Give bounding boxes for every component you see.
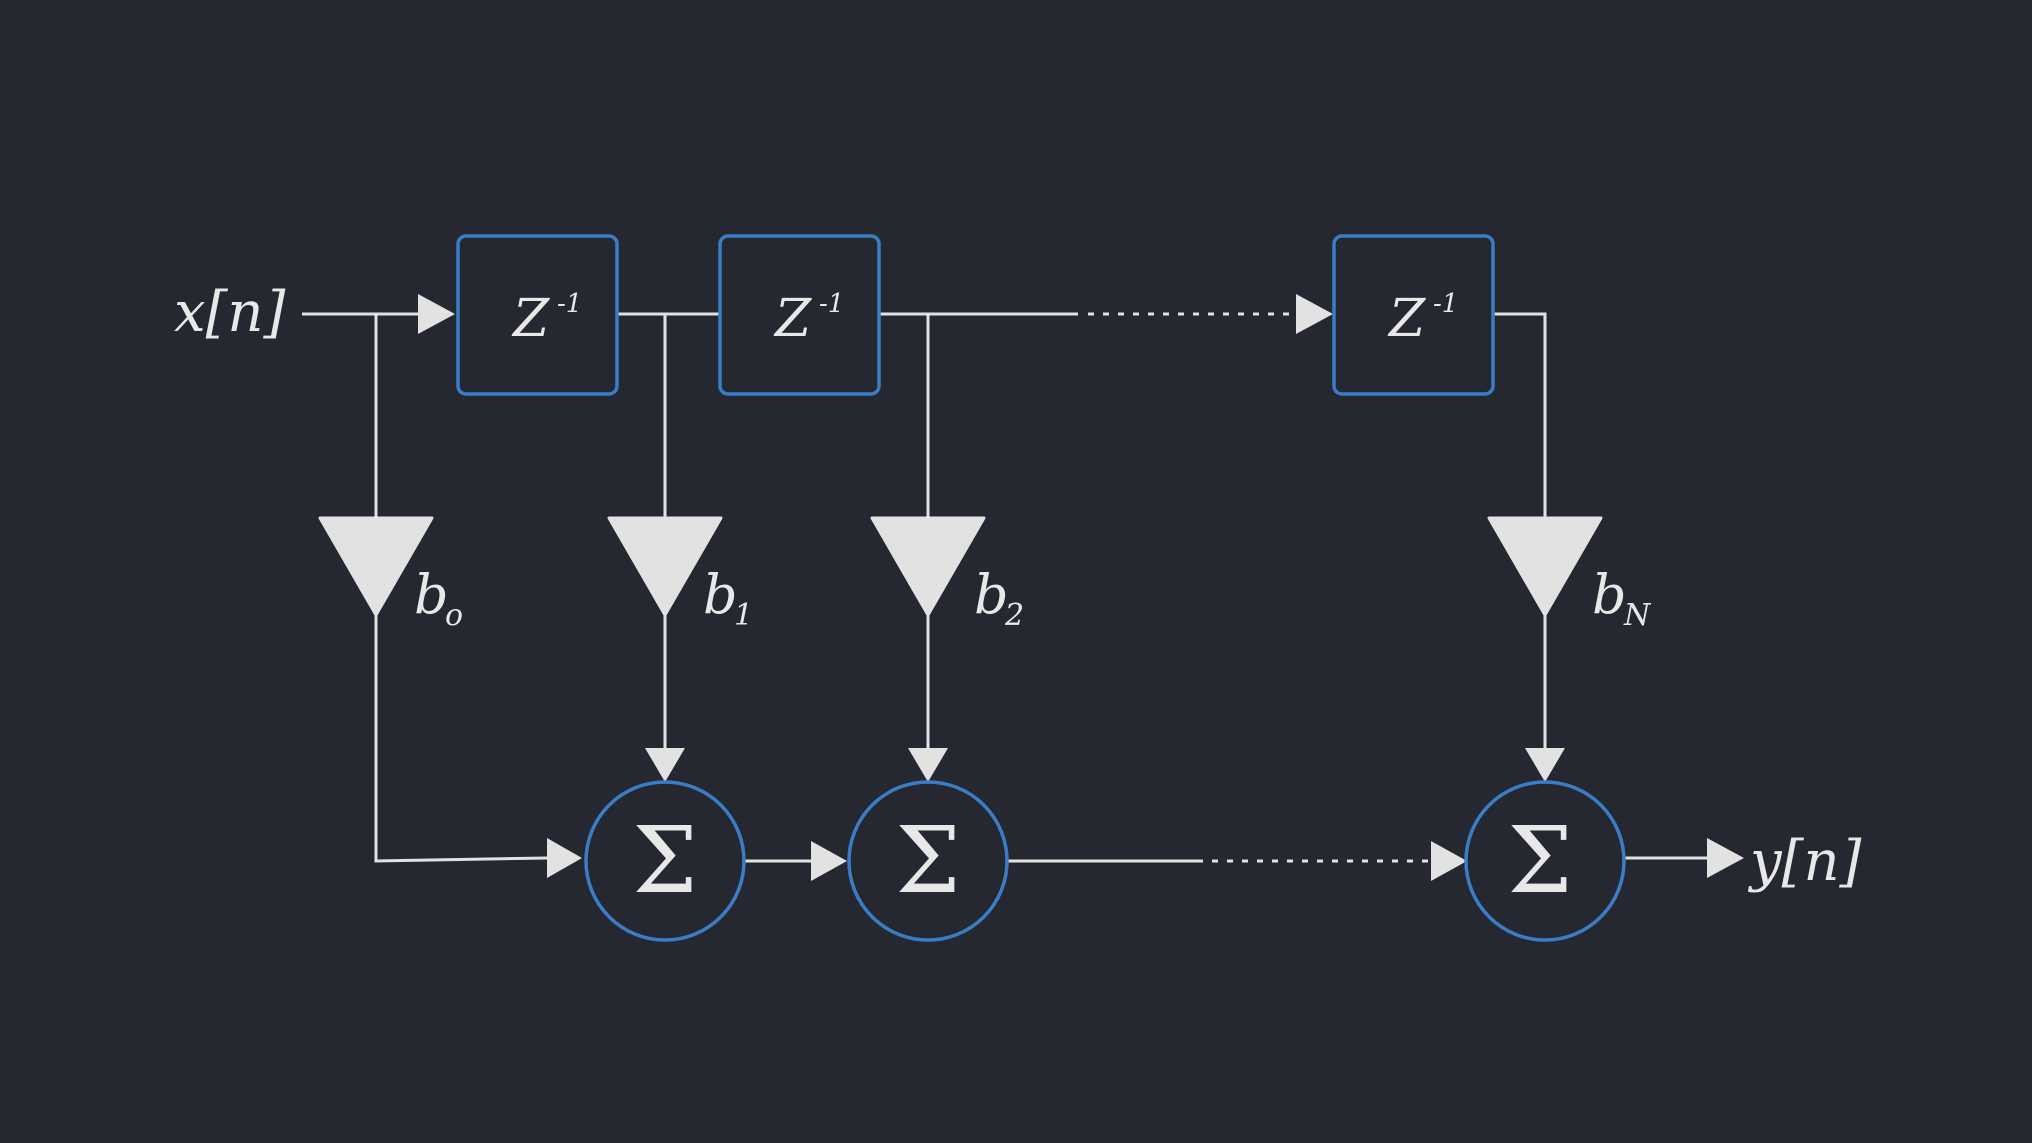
delay-block-2: Z -1 — [718, 234, 881, 396]
arrow-into-adder-n-top — [1525, 748, 1565, 782]
coef-b0-sub: o — [445, 598, 463, 633]
coef-label-b1: b 1 — [703, 563, 753, 633]
arrow-output — [1707, 838, 1744, 878]
input-label: x[n] — [174, 280, 285, 345]
adder-2: Σ — [847, 780, 1009, 942]
delay-2-z: Z — [773, 289, 812, 349]
arrow-into-adder-1-left — [547, 838, 582, 878]
coef-b1-base: b — [703, 563, 738, 626]
output-label: y[n] — [1747, 829, 1862, 894]
arrow-into-delay-n — [1296, 294, 1333, 334]
coef-bn-base: b — [1592, 563, 1627, 626]
delay-1-z: Z — [511, 289, 550, 349]
coef-b2-sub: 2 — [1004, 598, 1024, 633]
adder-1: Σ — [584, 780, 746, 942]
gain-b1-triangle — [607, 516, 723, 617]
delay-block-n: Z -1 — [1332, 234, 1495, 396]
gain-b0-triangle — [318, 516, 434, 617]
adder-1-sigma: Σ — [632, 807, 697, 914]
delay-n-z: Z — [1387, 289, 1426, 349]
arrow-into-delay-1 — [418, 294, 455, 334]
delay-2-exponent: -1 — [819, 289, 844, 319]
b0-output-wire — [374, 615, 548, 863]
coef-b2-base: b — [974, 563, 1009, 626]
arrow-into-adder-1-top — [645, 748, 685, 782]
adder-n: Σ — [1464, 780, 1626, 942]
gain-bn-triangle — [1487, 516, 1603, 617]
coef-label-b2: b 2 — [974, 563, 1024, 633]
coef-label-b0: b o — [414, 563, 463, 633]
delay-1-exponent: -1 — [557, 289, 582, 319]
adder-n-sigma: Σ — [1507, 807, 1572, 914]
gain-b2-triangle — [870, 516, 986, 617]
arrow-into-adder-2-top — [908, 748, 948, 782]
coef-b1-sub: 1 — [734, 598, 753, 633]
coef-bn-sub: N — [1623, 598, 1652, 633]
delay-block-1: Z -1 — [456, 234, 619, 396]
delay-n-exponent: -1 — [1433, 289, 1458, 319]
arrow-into-adder-n — [1431, 841, 1467, 881]
coef-label-bn: b N — [1592, 563, 1652, 633]
coef-b0-base: b — [414, 563, 449, 626]
wire-delay-n-out — [1493, 312, 1547, 520]
adder-2-sigma: Σ — [895, 807, 960, 914]
arrow-into-adder-2 — [811, 841, 847, 881]
